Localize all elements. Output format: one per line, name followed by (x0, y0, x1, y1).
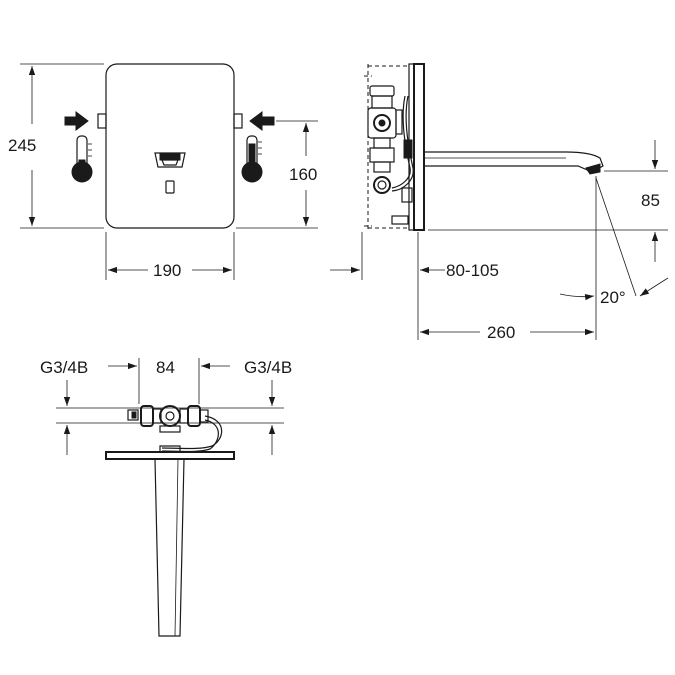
side-view: 85 80-105 260 20° (330, 63, 669, 342)
projection-dimension: 80-105 (330, 232, 499, 340)
hot-inlet-arrow-icon (249, 111, 275, 131)
front-view: 245 160 190 (8, 63, 318, 280)
spout-height-dimension: 85 (428, 140, 668, 262)
cold-inlet-arrow-icon (64, 111, 89, 131)
wall-plate-top (105, 451, 235, 460)
spout-height-label: 85 (641, 191, 660, 210)
valve-body-icon (367, 85, 403, 194)
right-thread-label: G3/4B (244, 358, 292, 377)
width-dimension: 190 (105, 232, 235, 280)
right-inlet-stub (233, 113, 243, 129)
height-dimension: 245 (8, 63, 104, 229)
inlet-height-label: 160 (289, 165, 317, 184)
valve-assembly-top-icon (127, 405, 209, 433)
left-thread-label: G3/4B (40, 358, 88, 377)
center-distance-label: 84 (156, 358, 175, 377)
cover-plate (105, 63, 235, 229)
in-wall-box-outline (364, 64, 408, 230)
top-view: G3/4B 84 G3/4B (40, 358, 292, 637)
spout (423, 151, 604, 173)
wall-plate (413, 63, 425, 231)
width-label: 190 (153, 261, 181, 280)
angle-dimension: 20° (559, 177, 669, 307)
left-inlet-stub (97, 113, 107, 129)
height-label: 245 (8, 136, 36, 155)
spout-length-dimension: 260 (420, 176, 597, 342)
sensor-cable (391, 95, 411, 189)
spout-length-label: 260 (487, 323, 515, 342)
thermometer-hot-icon (241, 135, 263, 183)
top-view-sensor-cable (161, 415, 223, 450)
projection-label: 80-105 (446, 261, 499, 280)
spout-top-view (154, 458, 185, 637)
sensor-window-icon (154, 152, 186, 194)
thermometer-cold-icon (71, 135, 93, 183)
inlet-height-dimension: 160 (236, 120, 318, 229)
angle-label: 20° (600, 288, 626, 307)
